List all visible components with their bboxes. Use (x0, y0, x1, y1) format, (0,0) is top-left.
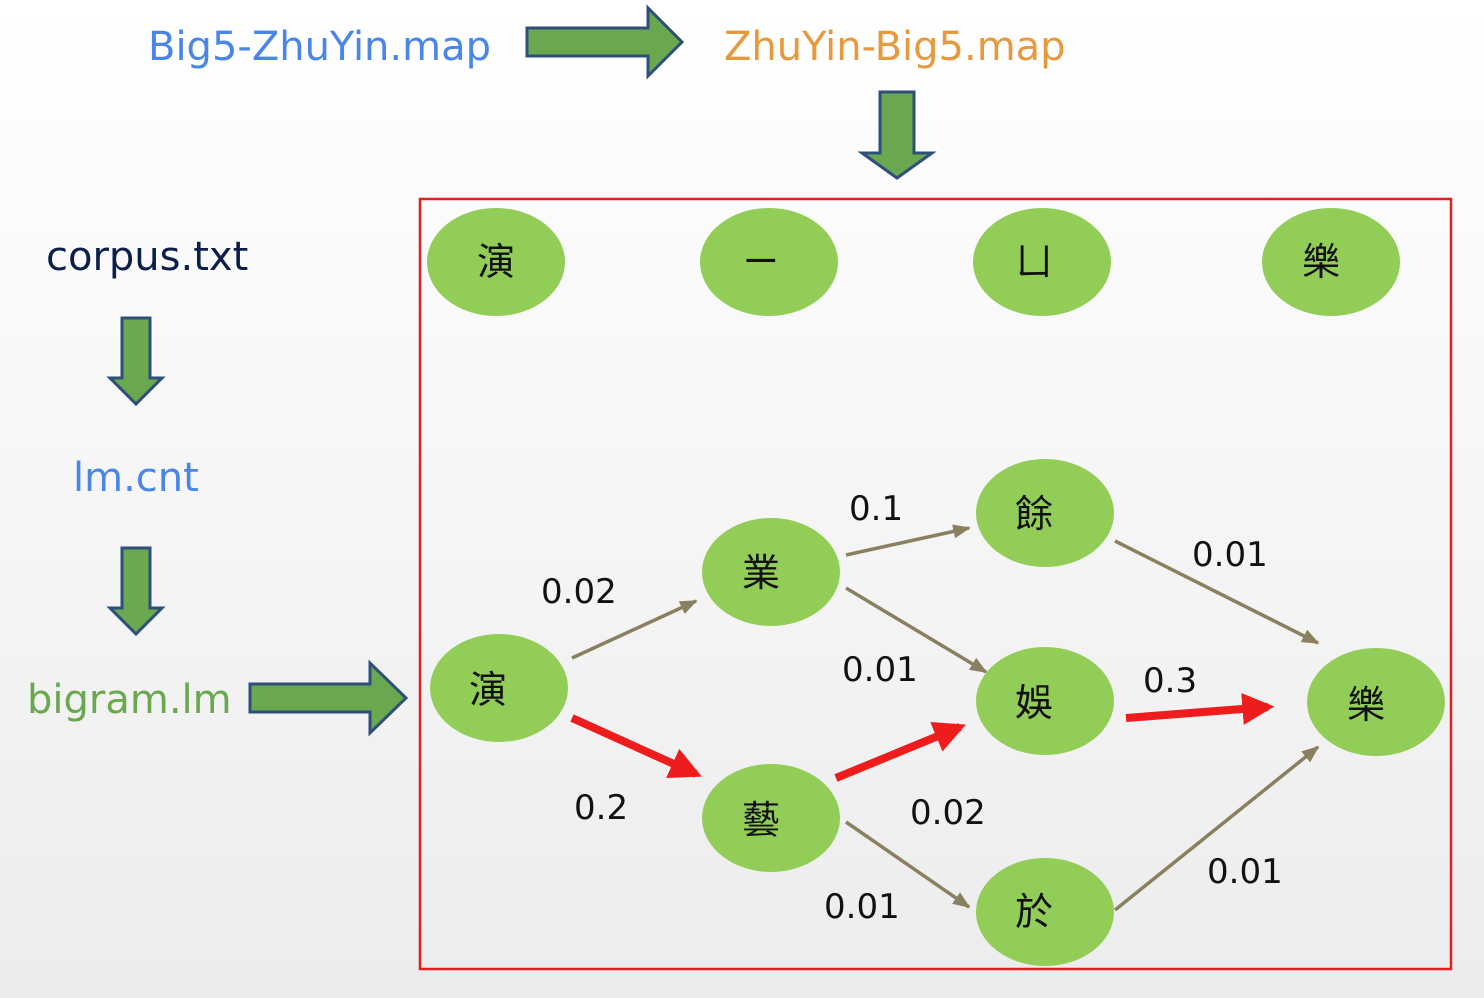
down-arrow-lmcnt (106, 546, 166, 637)
corpus-label: corpus.txt (46, 234, 249, 280)
right-arrow-top (525, 4, 685, 80)
edge-start-ye (571, 599, 698, 660)
best-edge-yi-ent (834, 721, 966, 782)
svg-text:ㄧ: ㄧ (742, 240, 780, 284)
zhuyin-big5-label: ZhuYin-Big5.map (724, 24, 1066, 70)
svg-text:藝: 藝 (742, 798, 780, 842)
weight-ye-ent: 0.01 (842, 650, 918, 690)
edge-prep-end (1113, 745, 1320, 912)
bigram-label: bigram.lm (27, 677, 232, 723)
down-arrow-zhuyin (857, 90, 937, 180)
edge-yu-end (1114, 539, 1320, 645)
input-node-4: 樂 (1262, 208, 1400, 316)
input-node-1: 演 (427, 208, 565, 316)
svg-text:娛: 娛 (1015, 681, 1053, 725)
input-node-3: ㄩ (973, 208, 1111, 316)
weight-start-yi: 0.2 (574, 788, 628, 828)
weight-yi-ent: 0.02 (910, 793, 986, 833)
weight-ye-yu: 0.1 (849, 489, 903, 529)
best-edge-ent-end (1125, 693, 1275, 725)
best-edge-start-yi (570, 714, 702, 779)
svg-text:樂: 樂 (1347, 683, 1385, 727)
edge-ye-yu (845, 524, 971, 557)
svg-text:演: 演 (477, 240, 515, 284)
lm-cnt-label: lm.cnt (73, 455, 199, 501)
lattice-node-start: 演 (430, 634, 568, 742)
edge-ye-ent (845, 586, 988, 674)
edge-yi-prep (845, 820, 971, 909)
lattice-node-ye: 業 (702, 518, 840, 626)
weight-yi-prep: 0.01 (824, 887, 900, 927)
lattice-node-ent: 娛 (976, 647, 1114, 755)
lattice-frame (418, 197, 1453, 971)
lattice-node-prep: 於 (976, 858, 1114, 966)
input-node-2: ㄧ (700, 208, 838, 316)
lattice-node-end: 樂 (1307, 648, 1445, 756)
svg-text:ㄩ: ㄩ (1015, 240, 1053, 284)
right-arrow-bigram (248, 659, 409, 737)
big5-zhuyin-label: Big5-ZhuYin.map (148, 24, 491, 70)
svg-text:餘: 餘 (1015, 492, 1053, 536)
weight-start-ye: 0.02 (541, 572, 617, 612)
weight-prep-end: 0.01 (1207, 852, 1283, 892)
svg-text:樂: 樂 (1302, 240, 1340, 284)
svg-text:業: 業 (742, 551, 780, 595)
svg-text:演: 演 (469, 668, 507, 712)
weight-yu-end: 0.01 (1192, 535, 1268, 575)
weight-ent-end: 0.3 (1143, 661, 1197, 701)
lattice-node-yi: 藝 (702, 764, 840, 872)
lattice-node-yu: 餘 (976, 459, 1114, 567)
svg-text:於: 於 (1015, 890, 1053, 934)
down-arrow-corpus (106, 316, 166, 407)
